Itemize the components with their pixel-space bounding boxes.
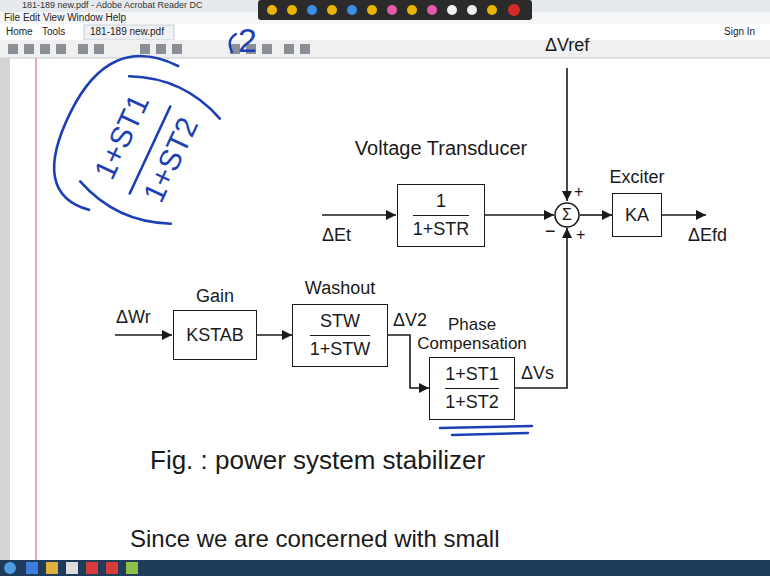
pen-tool — [307, 5, 317, 15]
exciter-block: ExciterKA — [612, 193, 662, 237]
sign-mark: + — [576, 226, 585, 244]
signal-connector — [485, 214, 554, 216]
underline-stroke — [452, 433, 528, 435]
summing-junction: Σ — [554, 202, 580, 228]
transfer-numerator: 1 — [436, 191, 446, 212]
window-title: 181-189 new.pdf - Adobe Acrobat Reader D… — [22, 1, 203, 11]
toolbar-icon — [156, 44, 166, 54]
output-arrow — [662, 214, 706, 216]
handwritten-formula — [36, 33, 233, 245]
pen-tool — [407, 5, 417, 15]
block-text: KSTAB — [186, 325, 244, 346]
pen-tool — [427, 5, 437, 15]
pen-tool — [267, 5, 277, 15]
start-button — [4, 562, 16, 574]
toolbar-icon — [172, 44, 182, 54]
sign-mark: − — [545, 222, 556, 242]
exponent: 2 — [238, 22, 257, 59]
margin-line — [35, 58, 37, 560]
signal-connector — [515, 228, 567, 388]
gain-block: GainKSTAB — [173, 310, 257, 360]
block-heading: Voltage Transducer — [355, 137, 527, 159]
exponent-stroke — [230, 34, 236, 52]
tab-label: 181-189 new.pdf — [90, 26, 164, 37]
compensation-block: Phase Compensation1+ST11+ST2 — [429, 357, 515, 420]
sign-in-link: Sign In — [724, 26, 755, 37]
block-text: KA — [625, 205, 649, 226]
taskbar-icon — [46, 562, 58, 574]
taskbar-icon — [106, 562, 118, 574]
signal-name: ΔVs — [519, 364, 556, 384]
page-gutter — [0, 58, 10, 560]
block-heading: Washout — [305, 279, 375, 299]
body-text: Since we are concerned with small — [130, 526, 500, 552]
taskbar-icon — [86, 562, 98, 574]
toolbar-icon — [78, 44, 88, 54]
input-arrow — [322, 214, 396, 216]
pen-tool — [287, 5, 297, 15]
toolbar-icon — [140, 44, 150, 54]
block-heading: Exciter — [609, 168, 664, 188]
pen-tool — [367, 5, 377, 15]
tool-bar — [0, 40, 770, 58]
signal-name: ΔV2 — [391, 311, 429, 331]
annotation-toolbar — [258, 0, 532, 20]
signal-name: ΔVref — [545, 36, 589, 56]
toolbar-icon — [40, 44, 50, 54]
handwritten-fraction: 1+ST11+ST2 — [79, 74, 220, 225]
document-tab — [84, 25, 174, 40]
toolbar-icons — [8, 44, 310, 54]
transfer-numerator: STW — [320, 311, 360, 332]
pen-tool — [347, 5, 357, 15]
signal-connector — [257, 334, 292, 336]
pen-tool — [387, 5, 397, 15]
menu-items: File Edit View Window Help — [4, 12, 126, 23]
pen-tool — [447, 5, 457, 15]
sign-mark: + — [574, 183, 583, 201]
signal-name: ΔWr — [116, 308, 151, 328]
figure-caption: Fig. : power system stabilizer — [150, 446, 485, 475]
transducer-block: Voltage Transducer11+STR — [397, 184, 485, 247]
toolbar-rule — [0, 58, 770, 59]
input-arrow — [115, 334, 172, 336]
signal-name: ΔEfd — [688, 226, 727, 246]
toolbar-icon — [8, 44, 18, 54]
transfer-denominator: 1+STW — [310, 335, 371, 360]
toolbar-icon — [284, 44, 294, 54]
tab-label: Tools — [42, 26, 65, 37]
transfer-denominator: 1+STR — [413, 215, 470, 240]
taskbar — [0, 560, 770, 576]
close-tool — [508, 4, 520, 16]
taskbar-icons — [4, 562, 138, 574]
pen-tool — [467, 5, 477, 15]
pen-tool — [327, 5, 337, 15]
transfer-denominator: 1+ST2 — [445, 388, 499, 413]
taskbar-icon — [66, 562, 78, 574]
toolbar-icon — [24, 44, 34, 54]
toolbar-icon — [262, 44, 272, 54]
tab-label: Home — [6, 26, 33, 37]
junction-circle — [555, 203, 579, 227]
taskbar-icon — [126, 562, 138, 574]
tab-bar — [0, 24, 770, 40]
taskbar-icon — [26, 562, 38, 574]
reference-arrow — [566, 68, 568, 201]
washout-block: WashoutSTW1+STW — [292, 304, 388, 367]
block-heading: Gain — [196, 287, 234, 307]
block-text: Σ — [562, 206, 572, 224]
pen-tool — [487, 5, 497, 15]
signal-name: ΔEt — [322, 226, 351, 246]
annotation-tools — [267, 4, 520, 16]
transfer-numerator: 1+ST1 — [445, 364, 499, 385]
toolbar-icon — [300, 44, 310, 54]
underline-stroke — [440, 426, 532, 428]
toolbar-icon — [56, 44, 66, 54]
toolbar-icon — [94, 44, 104, 54]
signal-connector — [580, 214, 612, 216]
